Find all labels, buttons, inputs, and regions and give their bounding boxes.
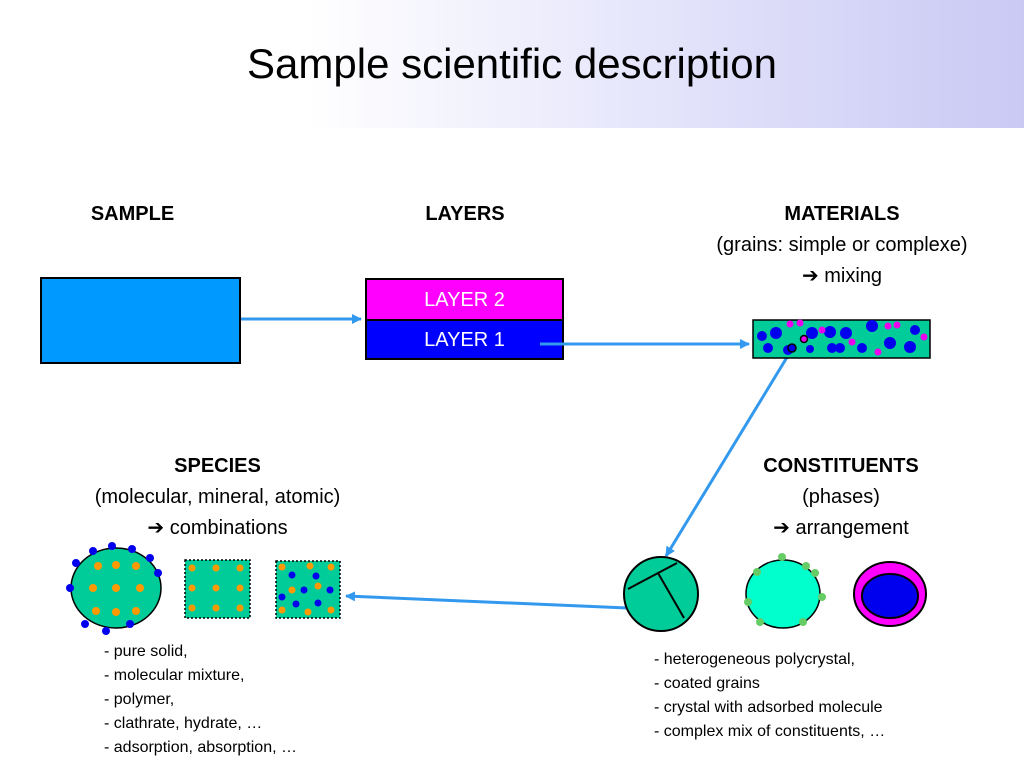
layers-heading-block: LAYERS [365,199,565,230]
species-arrow-line: ➔ combinations [40,513,395,544]
constituents-arrangement-label: arrangement [795,517,909,539]
materials-mixing-label: mixing [824,265,883,287]
layers-heading: LAYERS [425,203,505,225]
species-note: - pure solid, [104,643,188,660]
materials-heading-block: MATERIALS (grains: simple or complexe) ➔… [672,199,1012,292]
species-subtitle: (molecular, mineral, atomic) [94,486,341,508]
layer-1-box: LAYER 1 [365,319,564,360]
species-adsorbed-grain [66,542,162,635]
constituent-core-shell [853,561,927,627]
constituents-heading-block: CONSTITUENTS (phases) ➔ arrangement [700,451,982,544]
page-title: Sample scientific description [247,40,777,87]
species-note: - polymer, [104,691,175,708]
constituents-notes: - heterogeneous polycrystal, - coated gr… [654,648,885,744]
species-note: - molecular mixture, [104,667,245,684]
arrow-constituents-to-species [345,591,651,611]
constituents-subtitle: (phases) [802,486,880,508]
layer-2-box: LAYER 2 [365,278,564,319]
arrow-symbol-icon: ➔ [801,265,819,287]
sample-heading-block: SAMPLE [40,199,225,230]
constituents-arrow-line: ➔ arrangement [700,513,982,544]
species-molecular-square [184,559,251,619]
title-banner [0,0,1024,128]
constituents-heading: CONSTITUENTS [763,455,919,477]
species-combinations-label: combinations [169,517,288,539]
materials-arrow-line: ➔ mixing [672,261,1012,292]
arrow-symbol-icon: ➔ [773,517,790,539]
species-note: - adsorption, absorption, … [104,739,297,756]
layer-2-label: LAYER 2 [424,289,505,311]
species-heading-block: SPECIES (molecular, mineral, atomic) ➔ c… [40,451,395,544]
constituent-polycrystal [623,556,699,632]
constituents-note: - complex mix of constituents, … [654,723,886,740]
constituents-note: - crystal with adsorbed molecule [654,699,883,716]
species-heading: SPECIES [174,455,261,477]
materials-heading: MATERIALS [784,203,900,225]
constituents-note: - heterogeneous polycrystal, [654,651,855,668]
sample-heading: SAMPLE [90,203,175,225]
species-note: - clathrate, hydrate, … [104,715,263,732]
arrow-symbol-icon: ➔ [147,517,165,539]
arrow-materials-to-constituents [664,353,791,557]
layer-1-label: LAYER 1 [424,329,505,351]
species-mixture-square [275,560,341,619]
materials-subtitle: (grains: simple or complexe) [716,234,968,256]
species-notes: - pure solid, - molecular mixture, - pol… [104,640,297,760]
sample-box [40,277,241,364]
constituent-coated-grain [744,553,826,629]
constituents-note: - coated grains [654,675,760,692]
materials-mixture-bar [752,319,931,359]
